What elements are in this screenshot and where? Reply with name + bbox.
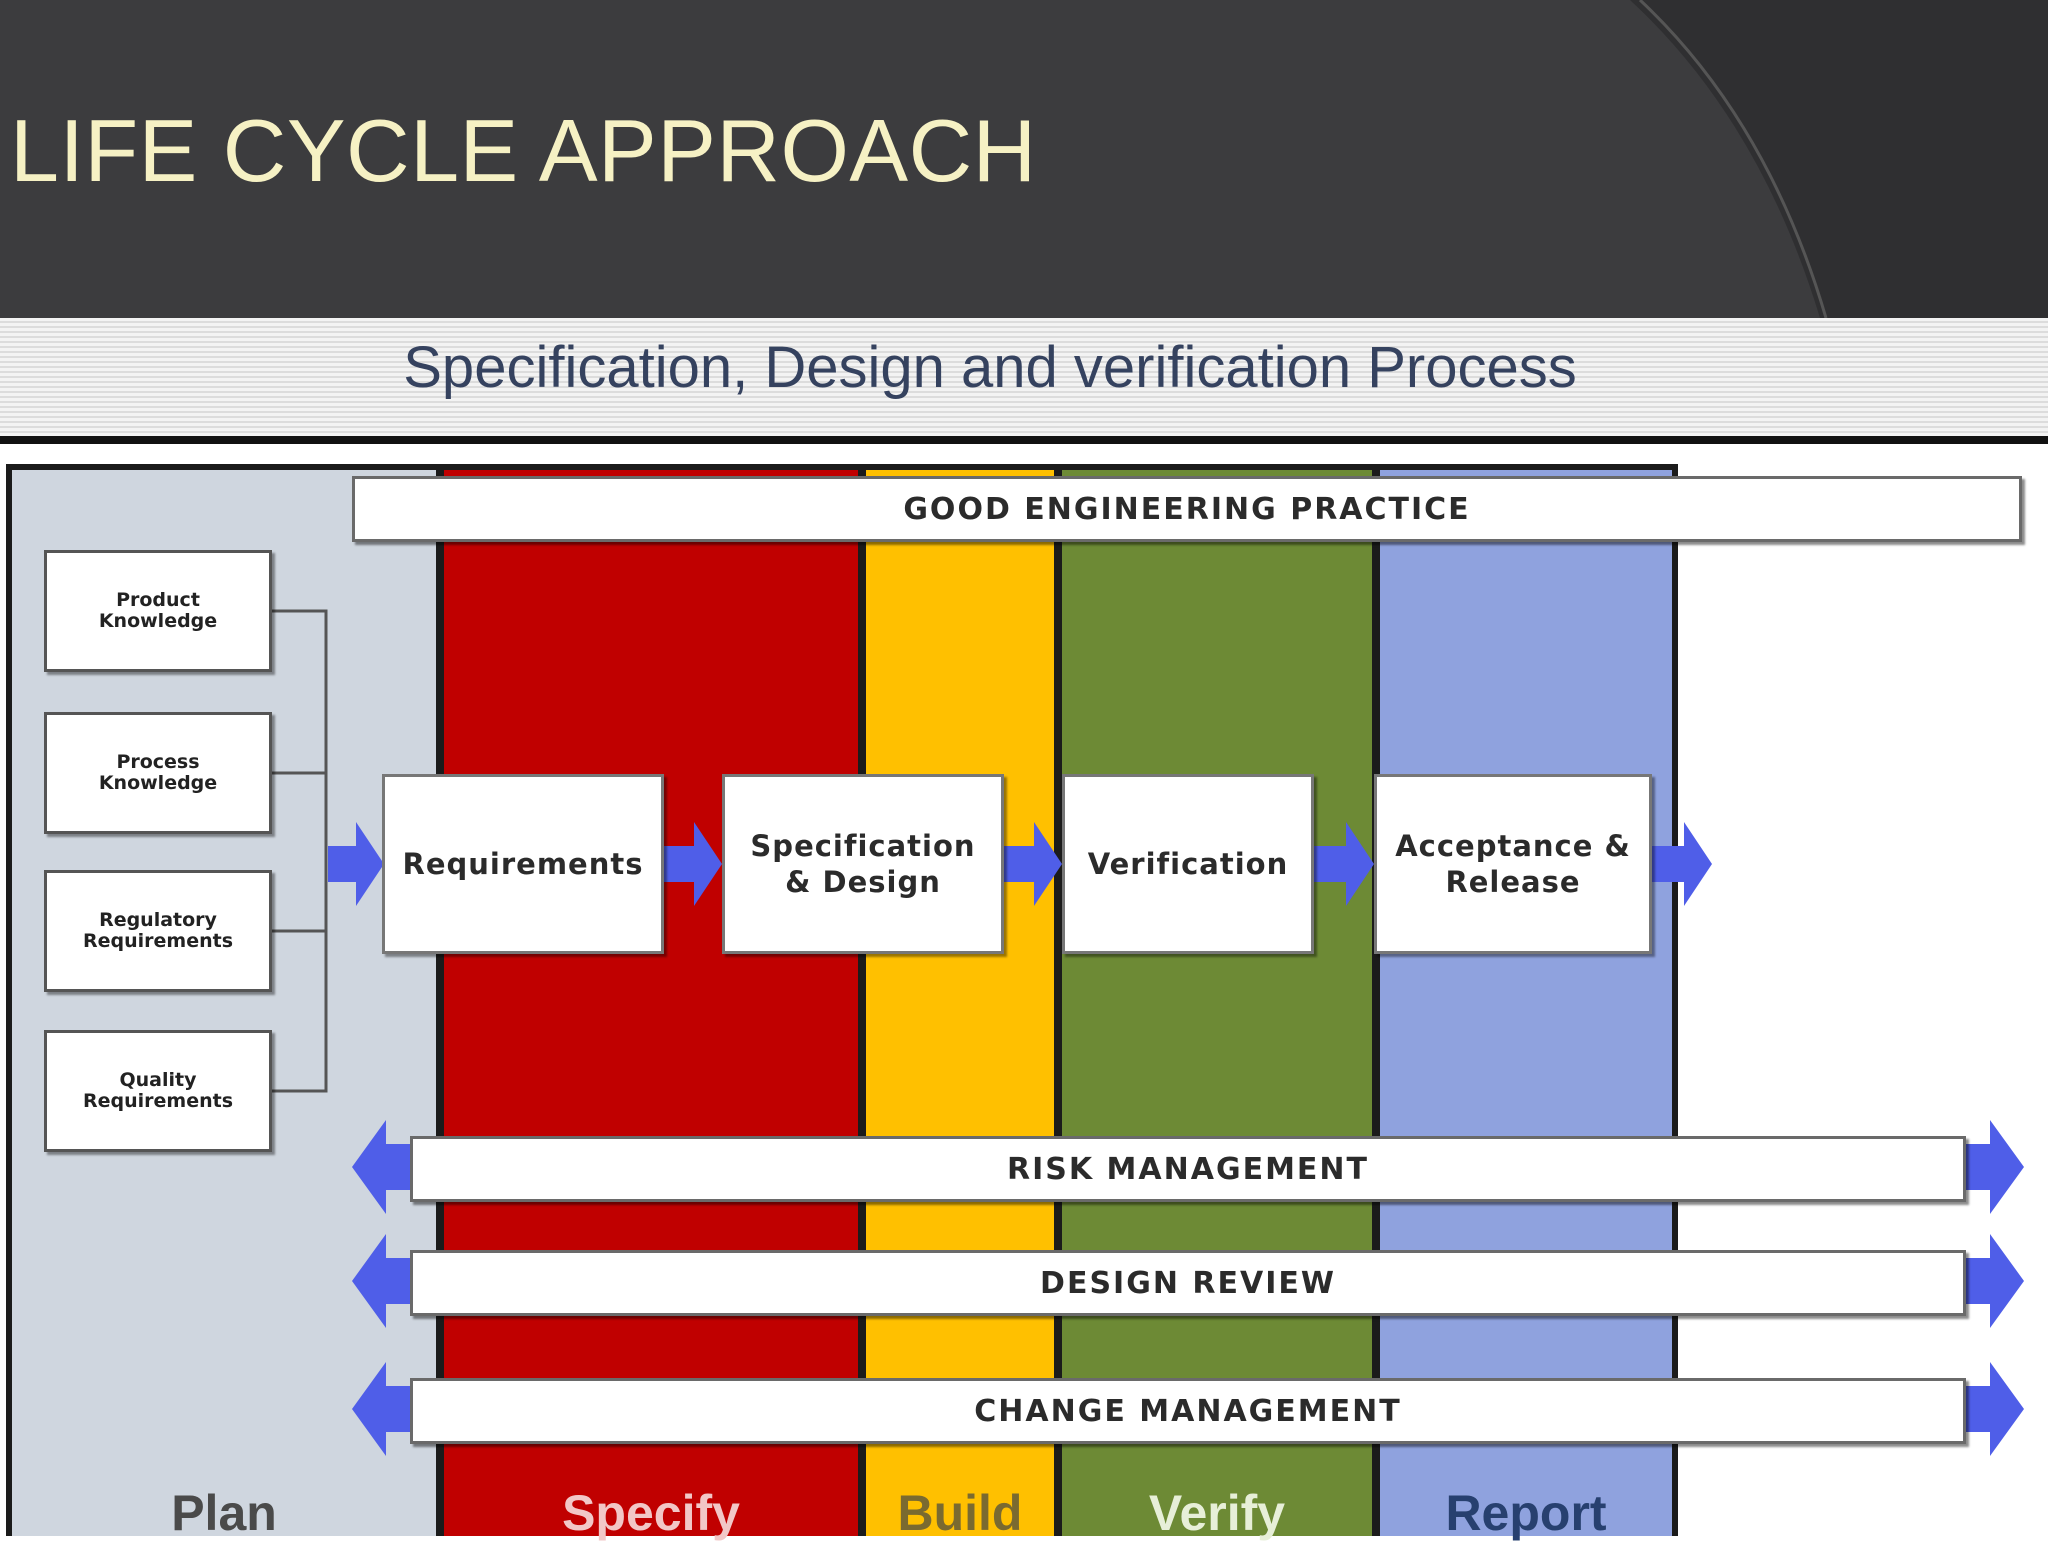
phase-specify: Specify [438, 464, 864, 1541]
phase-report: Report [1374, 464, 1678, 1541]
header-swoosh-decoration [1630, 0, 2048, 318]
arrow-right-icon [1964, 1362, 2024, 1456]
step-acceptance-release: Acceptance & Release [1374, 774, 1652, 954]
subtitle-band [0, 318, 2048, 436]
phase-label-build: Build [897, 1485, 1023, 1541]
band-good-engineering-practice: GOOD ENGINEERING PRACTICE [352, 476, 2022, 542]
slide-header: LIFE CYCLE APPROACH [0, 0, 2048, 318]
slide-title: LIFE CYCLE APPROACH [10, 101, 1037, 200]
input-product-knowledge: Product Knowledge [44, 550, 272, 672]
phase-build: Build [860, 464, 1060, 1541]
input-regulatory-requirements: Regulatory Requirements [44, 870, 272, 992]
phase-label-report: Report [1445, 1485, 1607, 1541]
phase-label-verify: Verify [1148, 1485, 1286, 1541]
step-verification: Verification [1062, 774, 1314, 954]
phase-label-plan: Plan [171, 1485, 277, 1541]
input-quality-requirements: Quality Requirements [44, 1030, 272, 1152]
phase-label-specify: Specify [562, 1485, 740, 1541]
band-risk-management: RISK MANAGEMENT [410, 1136, 1966, 1202]
arrow-right-icon [1964, 1120, 2024, 1214]
process-diagram: Plan Specify Build Verify Report [0, 444, 2048, 1541]
step-specification-design: Specification & Design [722, 774, 1004, 954]
phase-verify: Verify [1056, 464, 1378, 1541]
input-process-knowledge: Process Knowledge [44, 712, 272, 834]
divider-rule [0, 436, 2048, 444]
band-design-review: DESIGN REVIEW [410, 1250, 1966, 1316]
diagram-title: Specification, Design and verification P… [403, 335, 1577, 400]
step-requirements: Requirements [382, 774, 664, 954]
band-change-management: CHANGE MANAGEMENT [410, 1378, 1966, 1444]
arrow-right-icon [1964, 1234, 2024, 1328]
